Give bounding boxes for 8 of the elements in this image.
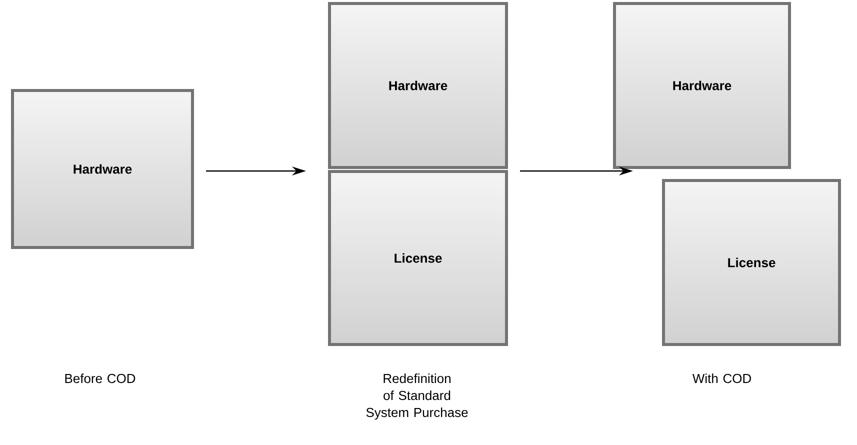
box: Hardware — [613, 2, 791, 169]
box: License — [328, 170, 508, 346]
box: Hardware — [328, 2, 508, 169]
caption: Before COD — [65, 374, 136, 384]
box: License — [662, 179, 841, 346]
box: Hardware — [11, 89, 194, 249]
caption: Redefinition of Standard System Purchase — [366, 374, 468, 420]
caption: With COD — [692, 374, 751, 384]
